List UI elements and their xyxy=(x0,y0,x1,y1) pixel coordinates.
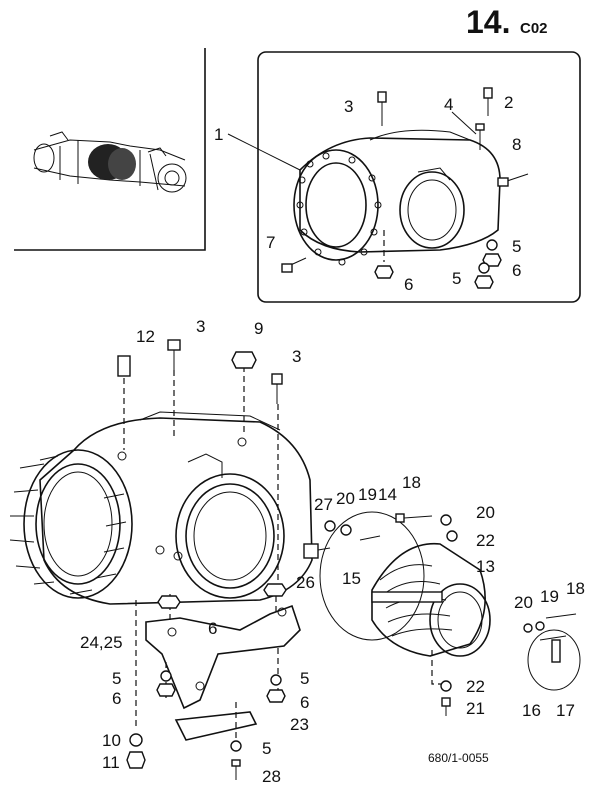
callout-12: 12 xyxy=(136,327,155,346)
inset-fasteners xyxy=(281,87,529,289)
callout-13: 13 xyxy=(476,557,495,576)
page-number: 14. C02 xyxy=(466,4,548,40)
callout-6-c: 6 xyxy=(300,693,309,712)
housing-detail xyxy=(293,129,501,266)
callout-28: 28 xyxy=(262,767,281,786)
callout-4: 4 xyxy=(444,95,453,114)
callout-27: 27 xyxy=(314,495,333,514)
callout-5-c: 5 xyxy=(262,739,271,758)
callout-7: 7 xyxy=(266,233,275,252)
callout-19-b: 19 xyxy=(540,587,559,606)
callout-19-a: 19 xyxy=(358,485,377,504)
callout-labels: 1 2 3 4 8 7 6 5 5 6 12 3 9 3 27 26 20 19… xyxy=(80,93,585,786)
callout-15: 15 xyxy=(342,569,361,588)
callout-26: 26 xyxy=(296,573,315,592)
inset-leader-lines xyxy=(227,111,477,171)
drawing-reference: 680/1-0055 xyxy=(428,751,489,765)
callout-8: 8 xyxy=(512,135,521,154)
callout-6-inset-b: 6 xyxy=(512,261,521,280)
callout-6-b: 6 xyxy=(112,689,121,708)
overview-inset xyxy=(14,48,206,251)
callout-21: 21 xyxy=(466,699,485,718)
detail-inset-box xyxy=(227,51,581,303)
callout-3-a: 3 xyxy=(196,317,205,336)
callout-3-b: 3 xyxy=(292,347,301,366)
callout-1: 1 xyxy=(214,125,223,144)
callout-5-b: 5 xyxy=(300,669,309,688)
callout-11: 11 xyxy=(102,753,120,772)
callout-5-inset-a: 5 xyxy=(512,237,521,256)
mounting-bracket xyxy=(126,583,301,780)
callout-17: 17 xyxy=(556,701,575,720)
callout-6-inset-a: 6 xyxy=(404,275,413,294)
callout-3-inset: 3 xyxy=(344,97,353,116)
main-housing xyxy=(9,339,313,605)
callout-5-inset-b: 5 xyxy=(452,269,461,288)
bellows xyxy=(303,511,581,716)
callout-18-b: 18 xyxy=(566,579,585,598)
callout-20-b: 20 xyxy=(476,503,495,522)
page-number-main: 14. xyxy=(466,4,510,40)
callout-6-a: 6 xyxy=(208,619,217,638)
callout-20-a: 20 xyxy=(336,489,355,508)
callout-10: 10 xyxy=(102,731,121,750)
callout-22-a: 22 xyxy=(476,531,495,550)
callout-24-25: 24,25 xyxy=(80,633,123,652)
callout-2: 2 xyxy=(504,93,513,112)
callout-9: 9 xyxy=(254,319,263,338)
page-number-section: C02 xyxy=(520,20,548,37)
callout-14: 14 xyxy=(378,485,397,504)
callout-5-a: 5 xyxy=(112,669,121,688)
callout-23: 23 xyxy=(290,715,309,734)
axle-thumbnail xyxy=(33,131,187,193)
callout-20-c: 20 xyxy=(514,593,533,612)
wheel-studs xyxy=(9,455,127,595)
callout-22-b: 22 xyxy=(466,677,485,696)
callout-18-a: 18 xyxy=(402,473,421,492)
callout-16: 16 xyxy=(522,701,541,720)
